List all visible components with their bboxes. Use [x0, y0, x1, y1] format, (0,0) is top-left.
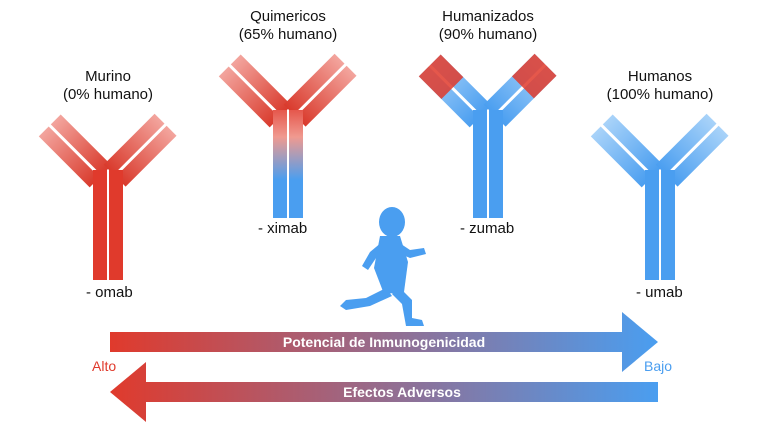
- murino-percent: (0% humano): [62, 86, 154, 103]
- quimericos-title: Quimericos (65% humano): [208, 8, 368, 44]
- humanizados-percent: (90% humano): [438, 26, 538, 43]
- alto-label: Alto: [92, 358, 117, 374]
- murino-name: Murino: [85, 68, 131, 85]
- running-child-icon: [340, 207, 426, 326]
- humanos-name: Humanos: [627, 68, 693, 85]
- antibody-quimericos: [218, 53, 357, 218]
- adverse-effects-arrow: Efectos Adversos: [110, 362, 658, 422]
- quimericos-name: Quimericos: [250, 8, 326, 25]
- quimericos-percent: (65% humano): [238, 26, 338, 43]
- humanizados-title: Humanizados (90% humano): [408, 8, 568, 44]
- murino-title: Murino (0% humano): [28, 68, 188, 104]
- immunogenicity-label: Potencial de Inmunogenicidad: [283, 334, 485, 350]
- adverse-effects-label: Efectos Adversos: [343, 384, 461, 400]
- bajo-label: Bajo: [644, 358, 673, 374]
- humanos-title: Humanos (100% humano): [580, 68, 740, 104]
- humanos-percent: (100% humano): [606, 86, 714, 103]
- antibody-humanos: [590, 113, 729, 280]
- humanizados-name: Humanizados: [442, 8, 534, 25]
- antibody-humanizados: [418, 53, 557, 218]
- humanizados-suffix: - zumab: [460, 220, 515, 237]
- humanos-suffix: - umab: [636, 284, 683, 301]
- quimericos-suffix: - ximab: [258, 220, 308, 237]
- immunogenicity-arrow: Potencial de Inmunogenicidad: [110, 312, 658, 372]
- antibody-murino: [38, 113, 177, 280]
- murino-suffix: - omab: [86, 284, 133, 301]
